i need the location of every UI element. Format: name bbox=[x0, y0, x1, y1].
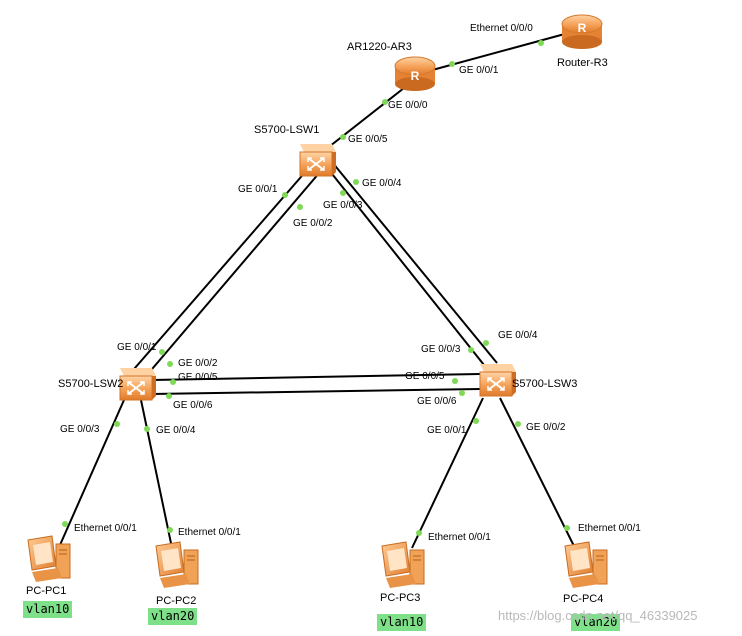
link-ar3-lsw1[interactable] bbox=[324, 87, 405, 151]
switch-lsw1[interactable]: S5700-LSW1 bbox=[254, 124, 336, 177]
router-icon: R bbox=[561, 14, 603, 49]
port-label: GE 0/0/2 bbox=[178, 358, 218, 369]
link-lsw1-lsw2-b[interactable] bbox=[140, 171, 321, 383]
port-label: GE 0/0/0 bbox=[388, 100, 428, 111]
pc-pc1[interactable]: PC-PC1 bbox=[26, 535, 71, 597]
port-label: GE 0/0/1 bbox=[238, 184, 278, 195]
pc-icon bbox=[381, 541, 425, 588]
switch-lsw2[interactable]: S5700-LSW2 bbox=[58, 368, 156, 401]
router-r3[interactable]: R Router-R3 bbox=[557, 14, 608, 69]
switch-icon bbox=[299, 144, 336, 177]
svg-text:R: R bbox=[411, 69, 420, 83]
port-label: Ethernet 0/0/1 bbox=[578, 523, 641, 534]
svg-text:R: R bbox=[578, 21, 587, 35]
port-label: GE 0/0/5 bbox=[348, 134, 388, 145]
port-dot bbox=[564, 525, 570, 531]
port-dot bbox=[167, 527, 173, 533]
router-ar3[interactable]: R AR1220-AR3 bbox=[347, 41, 436, 91]
port-dot bbox=[144, 426, 150, 432]
port-dot bbox=[167, 361, 173, 367]
port-label: GE 0/0/4 bbox=[156, 425, 196, 436]
port-label: GE 0/0/1 bbox=[427, 425, 467, 436]
port-label: GE 0/0/3 bbox=[60, 424, 100, 435]
port-label: GE 0/0/3 bbox=[323, 200, 363, 211]
device-label-pc1: PC-PC1 bbox=[26, 585, 66, 597]
port-label: GE 0/0/4 bbox=[362, 178, 402, 189]
port-label: GE 0/0/6 bbox=[173, 400, 213, 411]
device-label-lsw2: S5700-LSW2 bbox=[58, 378, 123, 390]
port-label: Ethernet 0/0/1 bbox=[74, 523, 137, 534]
port-label: GE 0/0/6 bbox=[417, 396, 457, 407]
port-dot bbox=[282, 192, 288, 198]
vlan-badge-pc4: vlan20 bbox=[571, 614, 621, 631]
vlan-badge-pc1: vlan10 bbox=[23, 601, 73, 618]
port-label: GE 0/0/2 bbox=[293, 218, 333, 229]
port-label: Ethernet 0/0/0 bbox=[470, 23, 533, 34]
pc-pc2[interactable]: PC-PC2 bbox=[155, 541, 199, 607]
link-lsw2-pc2[interactable] bbox=[140, 399, 173, 549]
port-label: GE 0/0/5 bbox=[178, 372, 218, 383]
port-dot bbox=[340, 190, 346, 196]
device-label-lsw1: S5700-LSW1 bbox=[254, 124, 319, 136]
port-label: GE 0/0/1 bbox=[117, 342, 157, 353]
port-labels: Ethernet 0/0/0 GE 0/0/1 GE 0/0/0 GE 0/0/… bbox=[60, 23, 641, 543]
device-label-pc2: PC-PC2 bbox=[156, 595, 196, 607]
port-dot bbox=[416, 530, 422, 536]
device-label-pc4: PC-PC4 bbox=[563, 593, 603, 605]
pc-icon bbox=[27, 535, 71, 582]
link-ar3-r3[interactable] bbox=[424, 31, 573, 73]
port-dot bbox=[114, 421, 120, 427]
port-dot bbox=[340, 134, 346, 140]
port-label: GE 0/0/4 bbox=[498, 330, 538, 341]
port-label: Ethernet 0/0/1 bbox=[428, 532, 491, 543]
port-dot bbox=[452, 378, 458, 384]
device-label-lsw3: S5700-LSW3 bbox=[512, 378, 577, 390]
port-label: GE 0/0/3 bbox=[421, 344, 461, 355]
link-lsw3-pc4[interactable] bbox=[499, 397, 576, 549]
device-label-pc3: PC-PC3 bbox=[380, 592, 420, 604]
port-dot bbox=[166, 393, 172, 399]
port-label: GE 0/0/5 bbox=[405, 371, 445, 382]
port-dot bbox=[353, 179, 359, 185]
device-label-ar3: AR1220-AR3 bbox=[347, 41, 412, 53]
switch-icon bbox=[119, 368, 156, 401]
port-dot bbox=[483, 340, 489, 346]
port-dot bbox=[62, 521, 68, 527]
port-dots bbox=[62, 40, 570, 536]
switch-icon bbox=[479, 364, 516, 397]
port-dot bbox=[170, 379, 176, 385]
port-label: Ethernet 0/0/1 bbox=[178, 527, 241, 538]
switch-lsw3[interactable]: S5700-LSW3 bbox=[479, 364, 577, 397]
link-lsw2-pc1[interactable] bbox=[59, 399, 125, 546]
link-lsw1-lsw2-a[interactable] bbox=[127, 169, 308, 377]
link-lsw1-lsw3-b[interactable] bbox=[331, 161, 498, 364]
router-icon: R bbox=[394, 56, 436, 91]
link-lsw3-pc3[interactable] bbox=[411, 397, 484, 549]
watermark: https://blog.csdn.net/qq_46339025 bbox=[498, 608, 698, 623]
port-dot bbox=[538, 40, 544, 46]
links bbox=[59, 31, 576, 549]
port-dot bbox=[468, 347, 474, 353]
port-dot bbox=[459, 390, 465, 396]
device-label-router-r3: Router-R3 bbox=[557, 57, 608, 69]
pc-pc3[interactable]: PC-PC3 bbox=[380, 541, 425, 604]
port-label: GE 0/0/1 bbox=[459, 65, 499, 76]
pc-icon bbox=[155, 541, 199, 588]
pc-icon bbox=[564, 541, 608, 588]
vlan-badge-pc3: vlan10 bbox=[377, 614, 427, 631]
link-lsw2-lsw3-a[interactable] bbox=[151, 373, 481, 381]
port-dot bbox=[297, 204, 303, 210]
port-dot bbox=[473, 418, 479, 424]
port-dot bbox=[515, 421, 521, 427]
link-lsw1-lsw3-a[interactable] bbox=[320, 159, 489, 371]
port-dot bbox=[382, 99, 388, 105]
link-lsw2-lsw3-b[interactable] bbox=[151, 388, 481, 395]
pc-pc4[interactable]: PC-PC4 bbox=[563, 541, 608, 605]
port-dot bbox=[449, 61, 455, 67]
port-dot bbox=[159, 349, 165, 355]
vlan-badge-pc2: vlan20 bbox=[148, 608, 198, 625]
port-label: GE 0/0/2 bbox=[526, 422, 566, 433]
